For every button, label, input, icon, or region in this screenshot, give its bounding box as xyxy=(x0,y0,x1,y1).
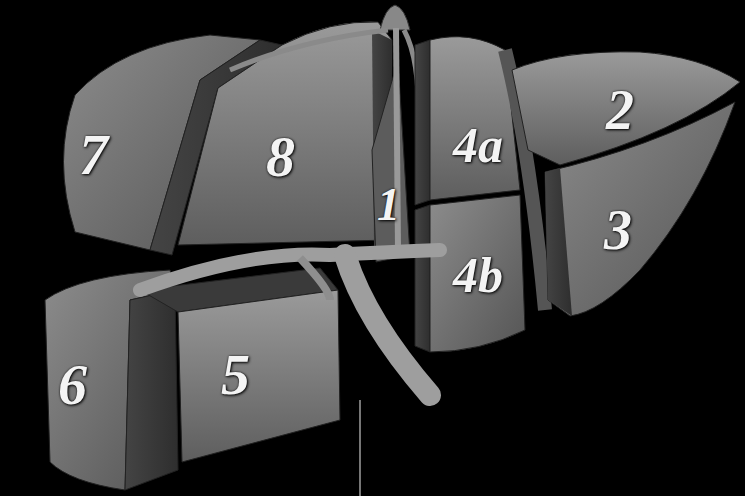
segment-number: 5 xyxy=(221,346,250,404)
segment-number: 8 xyxy=(266,128,295,186)
segment-number: 4b xyxy=(453,250,503,300)
segment-number: 6 xyxy=(58,356,87,414)
segment-number: 3 xyxy=(604,202,632,258)
segment-number: 7 xyxy=(79,126,108,184)
segment-number: 1 xyxy=(377,182,400,228)
segment-number: 2 xyxy=(606,82,634,138)
segment-number: 4a xyxy=(453,120,503,170)
